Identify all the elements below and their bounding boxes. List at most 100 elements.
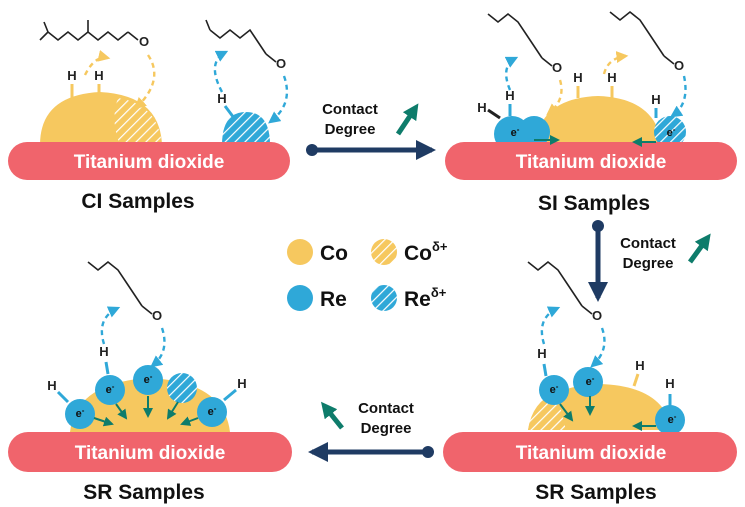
interaction-dashed-arrow [83,50,111,76]
oxygen-label: O [152,308,162,323]
h-bond [56,390,70,404]
citral-molecule [609,10,665,57]
hydrogen-label: H [651,92,660,107]
legend-co-label: Co [320,242,348,265]
legend-co-delta-swatch [371,239,397,265]
legend: Co Coδ+ Re Reδ+ [287,239,448,311]
transition-ci-to-si: Contact Degree [306,101,436,160]
electron-transfer-arrow [115,403,128,420]
hydrogen-label: H [607,70,616,85]
hydrogen-label: H [67,68,76,83]
panel-caption: SI Samples [538,192,650,215]
hydrogen-label: H [573,70,582,85]
h-bond [632,373,640,387]
legend-re-delta-label: Reδ+ [404,285,447,311]
hydrogen-label: H [665,376,674,391]
re-particle [539,375,569,405]
contact-label: Contact [322,101,378,118]
hydrogen-label: H [237,376,246,391]
titanium-dioxide-support [445,142,737,180]
support-label: Titanium dioxide [75,443,226,464]
degree-label: Degree [623,255,674,272]
titanium-dioxide-support [8,432,292,472]
hydrogen-label: H [477,100,486,115]
support-label: Titanium dioxide [516,443,667,464]
h-bond [104,361,110,375]
increase-trend-arrow [687,233,711,264]
electron-transfer-arrow [559,403,574,422]
electron-label: e- [550,382,559,396]
interaction-dashed-arrow [213,50,229,93]
legend-re-swatch [287,285,313,311]
hydrogen-label: H [47,378,56,393]
co-delta-region [114,98,162,145]
legend-re-delta-swatch [371,285,397,311]
hydrogen-label: H [99,344,108,359]
oxygen-label: O [276,56,286,71]
electron-label: e- [76,406,85,420]
citral-molecule [87,260,143,307]
electron-transfer-arrow [166,401,179,420]
h-bond [223,105,236,119]
interaction-dashed-arrow [134,54,156,110]
degree-label: Degree [361,420,412,437]
re-particle [222,112,270,145]
panel-ci: Titanium dioxide CI Samples H H H O O [8,19,290,213]
panel-caption: SR Samples [535,481,656,504]
hydrogen-label: H [217,91,226,106]
interaction-dashed-arrow [504,56,519,91]
re-delta-particle [167,373,197,403]
increase-trend-arrow [395,103,419,136]
electron-label: e- [144,372,153,386]
interaction-dashed-arrow [602,51,629,75]
electron-transfer-arrow [180,416,199,426]
contact-label: Contact [620,235,676,252]
electron-label: e- [208,404,217,418]
electron-label: e- [511,125,520,139]
re-particle [655,405,685,435]
hydrogen-label: H [537,346,546,361]
electron-label: e- [106,382,115,396]
panel-caption: SR Samples [83,481,204,504]
citral-molecule [487,12,543,59]
interaction-dashed-arrow [150,327,166,368]
h-bond [542,363,548,377]
oxygen-label: O [552,60,562,75]
re-particle [95,375,125,405]
hydrogen-label: H [94,68,103,83]
re-particle [65,399,95,429]
legend-re-label: Re [320,288,347,311]
support-label: Titanium dioxide [74,152,225,173]
citral-molecule [47,30,129,42]
citral-molecule [209,28,267,55]
transition-sr-to-sr: Contact Degree [308,400,434,462]
electron-transfer-arrow [93,416,114,427]
legend-co-swatch [287,239,313,265]
re-particle [573,367,603,397]
electron-label: e- [586,374,595,388]
panel-si: Titanium dioxide SI Samples e- e- H H H … [445,10,737,215]
interaction-dashed-arrow [100,306,121,345]
re-delta-particle [654,116,686,148]
hydrogen-label: H [635,358,644,373]
co-particle [535,96,662,145]
hydrogen-label: H [505,88,514,103]
electron-label: e- [668,412,677,426]
contact-label: Contact [358,400,414,417]
panel-sr-right: Titanium dioxide SR Samples e- e- e- H H… [443,260,737,504]
re-particle [197,397,227,427]
degree-label: Degree [325,121,376,138]
h-bond [223,388,237,402]
re-particle [133,365,163,395]
titanium-dioxide-support [8,142,290,180]
panel-caption: CI Samples [81,190,194,213]
interaction-dashed-arrow [670,75,687,118]
electron-label: e- [667,125,676,139]
support-label: Titanium dioxide [516,152,667,173]
oxygen-label: O [139,34,149,49]
titanium-dioxide-support [443,432,737,472]
panel-sr-left: Titanium dioxide SR Samples e- e- e- e- … [8,260,292,504]
oxygen-label: O [592,308,602,323]
